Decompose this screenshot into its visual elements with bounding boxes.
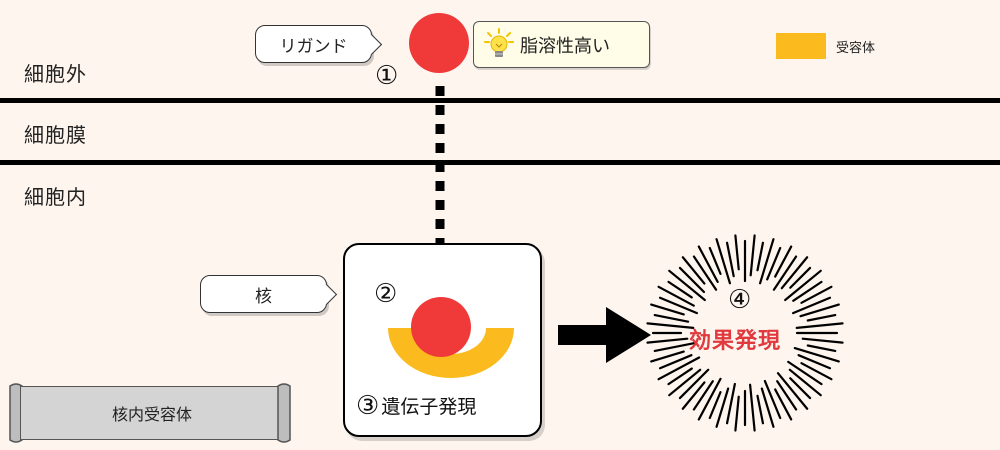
step-3-marker: ③ — [356, 390, 380, 421]
receptor-legend-label: 受容体 — [836, 41, 876, 56]
burst-ray — [756, 241, 765, 272]
burst-ray — [776, 380, 798, 411]
receptor-legend-swatch — [776, 33, 826, 59]
burst-ray — [657, 356, 701, 381]
burst-ray — [725, 382, 736, 425]
burst-ray — [792, 280, 823, 302]
burst-ray — [678, 266, 706, 294]
nucleus-callout: 核 — [200, 275, 338, 313]
effect-burst — [646, 234, 844, 432]
burst-ray — [715, 387, 730, 428]
gene-expression-label: ③ 遺伝子発現 — [356, 392, 476, 419]
burst-ray — [708, 246, 722, 275]
burst-ray — [650, 350, 685, 363]
burst-ray — [797, 354, 832, 370]
burst-ray — [657, 285, 695, 307]
gene-expression-text: 遺伝子発現 — [381, 396, 477, 418]
burst-ray — [774, 388, 793, 421]
burst-ray — [789, 377, 812, 400]
ligand-callout-text: リガンド — [279, 36, 348, 57]
banner-scroll-left — [9, 383, 23, 443]
burst-ray — [653, 342, 696, 353]
burst-ray — [725, 241, 735, 278]
burst-ray — [787, 360, 823, 386]
banner-scroll-right — [277, 383, 291, 443]
lipophilic-text: 脂溶性高い — [520, 35, 610, 57]
burst-ray — [667, 280, 693, 299]
burst-ray — [756, 394, 765, 425]
burst-ray — [646, 337, 689, 344]
burst-ray — [801, 337, 844, 344]
burst-ray — [791, 296, 832, 315]
burst-ray — [800, 285, 833, 304]
burst-ray — [681, 381, 706, 410]
callout-tail — [360, 33, 383, 56]
burst-ray — [658, 354, 693, 370]
banner-text: 核内受容体 — [111, 405, 192, 424]
burst-ray — [799, 303, 840, 318]
bound-ligand — [411, 297, 471, 357]
burst-ray — [780, 256, 809, 290]
membrane-inner-line — [0, 160, 1000, 165]
burst-ray — [650, 303, 685, 316]
burst-ray — [692, 380, 714, 411]
burst-ray — [748, 383, 756, 432]
burst-ray — [806, 344, 837, 353]
burst-ray — [772, 255, 798, 291]
lightbulb-icon — [484, 27, 514, 57]
step-4-marker: ④ — [728, 285, 752, 315]
burst-ray — [788, 368, 822, 397]
burst-ray — [668, 368, 702, 397]
callout-tail — [315, 283, 338, 306]
burst-ray — [646, 322, 695, 330]
step-2-marker: ② — [374, 279, 398, 309]
burst-ray — [681, 256, 706, 285]
ligand-circle — [409, 13, 469, 73]
burst-ray — [776, 372, 809, 410]
burst-ray — [749, 234, 756, 277]
burst-ray — [766, 246, 782, 281]
nuclear-receptor-banner: 核内受容体 — [20, 386, 284, 440]
region-label-intracellular: 細胞内 — [24, 185, 87, 209]
burst-ray — [800, 362, 833, 381]
effect-label: 効果発現 — [689, 329, 782, 354]
nucleus-callout-text: 核 — [255, 286, 272, 307]
burst-ray — [763, 379, 782, 420]
burst-ray — [734, 234, 740, 271]
burst-ray — [774, 245, 793, 278]
lipophilic-note: 脂溶性高い — [473, 21, 650, 68]
burst-ray — [658, 296, 699, 315]
burst-ray — [784, 269, 822, 302]
burst-ray — [697, 377, 722, 421]
burst-ray — [715, 238, 732, 285]
step-1-marker: ① — [375, 61, 399, 91]
burst-ray — [806, 313, 837, 322]
receptor-ligand-complex — [388, 297, 514, 378]
ligand-callout: リガンド — [255, 25, 383, 63]
region-label-extracellular: 細胞外 — [24, 62, 87, 86]
membrane-outer-line — [0, 98, 1000, 103]
burst-ray — [734, 395, 740, 432]
burst-ray — [667, 367, 693, 386]
burst-ray — [668, 269, 706, 302]
region-label-membrane: 細胞膜 — [24, 123, 87, 147]
burst-ray — [760, 387, 775, 428]
burst-ray — [758, 238, 775, 285]
burst-ray — [678, 368, 710, 400]
burst-ray — [697, 245, 719, 283]
burst-ray — [653, 313, 690, 323]
effect-arrow — [558, 307, 651, 363]
burst-ray — [793, 346, 840, 363]
burst-ray — [789, 266, 812, 289]
burst-ray — [692, 255, 718, 291]
burst-ray — [708, 391, 722, 420]
burst-ray — [795, 322, 844, 330]
